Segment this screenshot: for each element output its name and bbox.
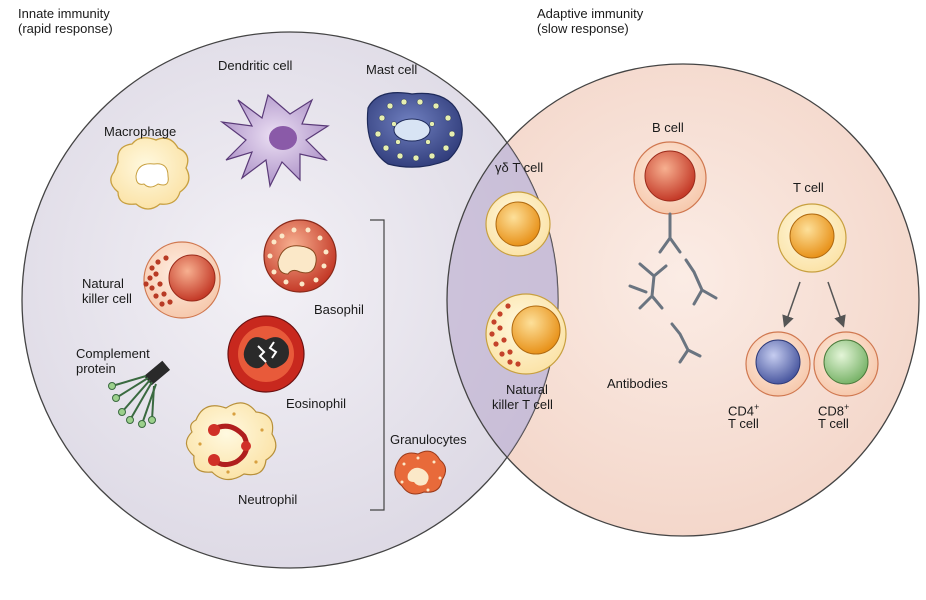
granulocytes-label: Granulocytes [390,432,467,447]
cd4-label-line2: T cell [728,416,759,431]
eosinophil [227,315,305,393]
neutrophil [185,402,277,481]
t-cell-label: T cell [793,180,824,195]
antibodies-label: Antibodies [607,376,668,391]
cd8-t-cell [813,331,879,397]
macrophage-label: Macrophage [104,124,177,139]
granulocyte-icon [394,450,446,495]
cd8-label-line1: CD8+ [818,402,850,419]
b-cell [633,141,707,215]
nk-cell-label-line1: Natural [82,276,124,291]
cd8-label-line2: T cell [818,416,849,431]
adaptive-title: Adaptive immunity [537,6,644,21]
gamma-delta-t-cell [485,191,551,257]
mast-cell-label: Mast cell [366,62,418,77]
b-cell-label: B cell [652,120,684,135]
basophil [263,219,337,293]
innate-title: Innate immunity [18,6,110,21]
complement-label-line2: protein [76,361,116,376]
granulocytes-bracket [370,219,385,511]
eosinophil-label: Eosinophil [286,396,346,411]
adaptive-subtitle: (slow response) [537,21,629,36]
dendritic-cell [219,93,330,188]
mast-cell [366,92,463,168]
complement-protein [108,360,171,428]
complement-label-line1: Complement [76,346,150,361]
neutrophil-label: Neutrophil [238,492,298,507]
natural-killer-cell [143,241,221,319]
innate-subtitle: (rapid response) [18,21,113,36]
antibodies [628,212,718,364]
nkt-label-line1: Natural [506,382,548,397]
t-cell [777,203,847,273]
nk-cell-label-line2: killer cell [82,291,132,306]
arrow-to-cd8 [827,281,846,328]
cd4-label-line1: CD4+ [728,402,760,419]
natural-killer-t-cell [485,293,567,375]
macrophage [110,137,190,210]
gamma-delta-t-cell-label: γδ T cell [495,160,544,175]
nkt-label-line2: killer T cell [492,397,553,412]
cd4-t-cell [745,331,811,397]
dendritic-cell-label: Dendritic cell [218,58,293,73]
arrow-to-cd4 [782,281,801,328]
basophil-label: Basophil [314,302,364,317]
